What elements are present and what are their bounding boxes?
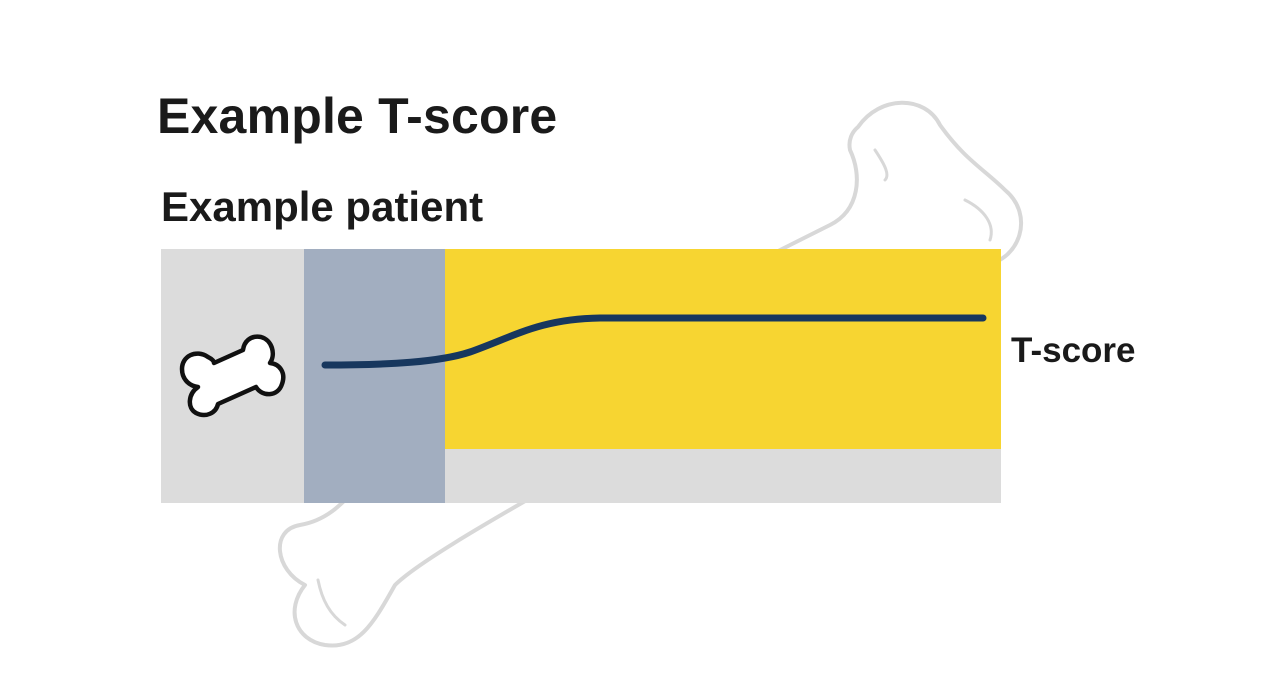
page-title: Example T-score bbox=[157, 88, 558, 144]
background-bone-detail bbox=[873, 148, 889, 182]
background-bone-detail bbox=[963, 198, 993, 242]
blue-band bbox=[304, 249, 445, 503]
background-bone-detail bbox=[316, 578, 347, 627]
yellow-band bbox=[445, 249, 1001, 449]
bone-icon-shape bbox=[179, 334, 286, 418]
bone-icon bbox=[179, 334, 286, 418]
patient-subtitle: Example patient bbox=[161, 183, 484, 230]
t-score-curve-label: T-score bbox=[1011, 331, 1136, 370]
t-score-curve bbox=[321, 314, 987, 369]
